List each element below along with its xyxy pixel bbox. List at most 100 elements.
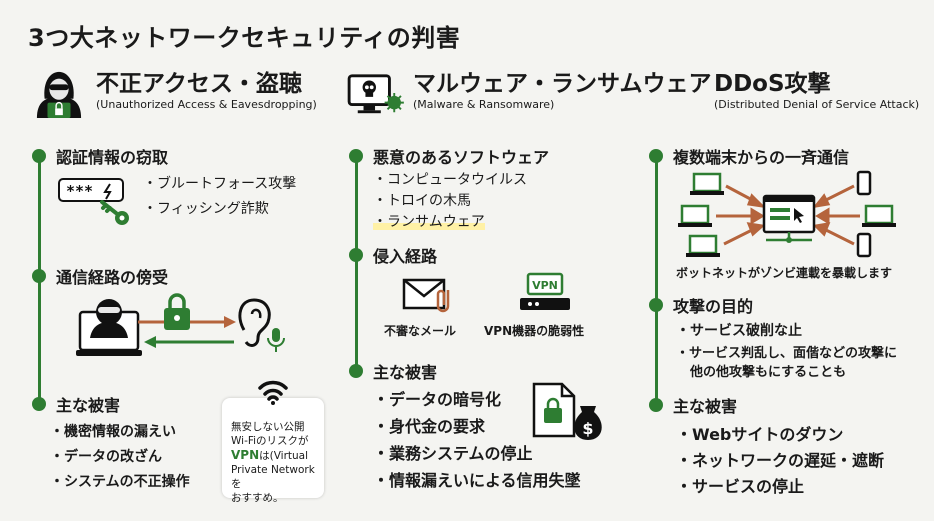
section-interception: 通信経路の傍受 [32, 264, 168, 288]
bullet-dot [349, 248, 363, 262]
bullet-dot [32, 269, 46, 283]
section-main-damage: 主な被害 [32, 392, 120, 416]
list-item: ・機密情報の漏えい [50, 424, 176, 440]
column-subtitle: (Unauthorized Access & Eavesdropping) [96, 98, 317, 111]
section-title: 主な被害 [56, 396, 121, 415]
wifi-warning-card: 無安しない公開 Wi-Fiのリスクが VPNは(Virtual Private … [222, 380, 324, 504]
laptop-icon [862, 204, 896, 227]
list-item: ・情報漏えいによる信用失墜 [373, 471, 581, 490]
bullet-dot [649, 298, 663, 312]
column-header: マルウェア・ランサムウェア (Malware & Ransomware) [345, 70, 712, 118]
section-title: 侵入経路 [373, 247, 438, 266]
list-item: ・フィッシング詐欺 [143, 201, 269, 217]
list-item: ・データの暗号化 [373, 390, 502, 409]
section-title: 主な被害 [373, 363, 438, 382]
column-subtitle: (Distributed Denial of Service Attack) [714, 98, 920, 111]
column-malware: マルウェア・ランサムウェア (Malware & Ransomware) [345, 70, 712, 118]
paperclip-icon [436, 289, 450, 313]
hacker-icon [36, 71, 82, 118]
note-line: 無安しない公開 [231, 421, 305, 433]
section-intrusion-route: 侵入経路 [349, 243, 437, 267]
password-key-icon: *** [58, 178, 129, 225]
list-item: ・サービス破削な止 [676, 323, 802, 339]
note-line: VPNは(Virtual [231, 448, 323, 463]
list-item: ・ネットワークの遅延・遮断 [676, 451, 885, 470]
bullet-dot [349, 149, 363, 163]
bullet-dot [349, 364, 363, 378]
infected-computer-icon [347, 74, 404, 114]
section-main-damage: 主な被害 [349, 359, 437, 383]
note-line: おすすめ。 [231, 492, 284, 504]
wifi-note-text: 無安しない公開 Wi-Fiのリスクが VPNは(Virtual Private … [231, 420, 323, 505]
vpn-highlight: VPN [231, 448, 260, 462]
note-fragment: は(Virtual [259, 450, 309, 462]
list-item: ・ブルートフォース攻撃 [143, 176, 297, 192]
interception-diagram [76, 293, 285, 356]
note-line: Private Networkを [231, 464, 315, 490]
botnet-caption: ボットネットがゾンビ連載を暴載します [676, 266, 893, 280]
section-malicious-software: 悪意のあるソフトウェア [349, 144, 549, 168]
section-attack-purpose: 攻撃の目的 [649, 293, 753, 317]
laptop-icon [686, 234, 720, 257]
botnet-diagram [678, 170, 896, 258]
section-title: 攻撃の目的 [673, 297, 754, 316]
column-title: 不正アクセス・盗聴 [96, 71, 302, 97]
section-simultaneous-traffic: 複数端末からの一斉通信 [649, 144, 849, 168]
note-line: Wi-Fiのリスクが [231, 435, 309, 447]
list-item: ・トロイの木馬 [373, 193, 471, 209]
column-title: マルウェア・ランサムウェア [413, 71, 712, 97]
section-title: 通信経路の傍受 [56, 268, 169, 287]
list-item: ・システムの不正操作 [50, 474, 190, 490]
list-item: ・サービス判乱し、面偕などの攻撃に [676, 346, 898, 361]
ear-icon [238, 298, 271, 347]
list-item: ・コンピュータウイルス [373, 172, 527, 188]
microphone-icon [267, 328, 285, 352]
list-item: ・業務システムの停止 [373, 444, 533, 463]
column-subtitle: (Malware & Ransomware) [413, 98, 555, 111]
list-item: ・ランサムウェア [373, 211, 485, 231]
section-credential-theft: 認証情報の窃取 [32, 144, 168, 168]
column-header: 不正アクセス・盗聴 (Unauthorized Access & Eavesdr… [28, 70, 328, 118]
money-bag-icon: $ [574, 406, 602, 440]
list-item: ・サービスの停止 [676, 477, 805, 496]
vpn-label: VPN [532, 279, 558, 292]
caption-vpn-vulnerability: VPN機器の脆弱性 [484, 324, 585, 338]
column-title: DDoS攻撃 [714, 71, 831, 97]
page-title: 3つ大ネットワークセキュリティの判害 [28, 24, 461, 52]
highlighted-text: ・ランサムウェア [373, 214, 485, 230]
timeline-rail [655, 155, 658, 405]
wifi-icon [258, 380, 288, 405]
list-item: 他の他攻撃もにすることも [690, 365, 847, 380]
list-item: ・Webサイトのダウン [676, 425, 844, 444]
bullet-dot [32, 149, 46, 163]
column-unauthorized-access: 不正アクセス・盗聴 (Unauthorized Access & Eavesdr… [28, 70, 328, 118]
column-ddos: DDoS攻撃 (Distributed Denial of Service At… [640, 70, 930, 112]
bullet-dot [649, 149, 663, 163]
botnet-server-icon [762, 194, 816, 243]
bullet-dot [649, 398, 663, 412]
section-title: 悪意のあるソフトウェア [373, 148, 550, 167]
smartphone-icon [856, 232, 872, 258]
section-title: 認証情報の窃取 [56, 148, 169, 167]
password-mask: *** [66, 182, 93, 200]
hacker-laptop-icon [76, 299, 142, 356]
vpn-router-icon: VPN [520, 272, 570, 310]
locked-file-icon [532, 382, 576, 438]
timeline-rail [355, 155, 358, 370]
laptop-icon [690, 172, 724, 195]
smartphone-icon [856, 170, 872, 196]
envelope-icon [402, 278, 450, 313]
ransom-graphic: $ [532, 382, 602, 440]
bullet-dot [32, 397, 46, 411]
caption-suspicious-email: 不審なメール [384, 324, 457, 338]
list-item: ・データの改ざん [50, 449, 162, 465]
section-main-damage: 主な被害 [649, 393, 737, 417]
section-title: 複数端末からの一斉通信 [673, 148, 850, 167]
lock-icon [164, 293, 190, 330]
column-header: DDoS攻撃 (Distributed Denial of Service At… [640, 70, 930, 112]
laptop-icon [678, 204, 712, 227]
svg-text:$: $ [582, 419, 593, 438]
section-title: 主な被害 [673, 397, 738, 416]
list-item: ・身代金の要求 [373, 417, 486, 436]
